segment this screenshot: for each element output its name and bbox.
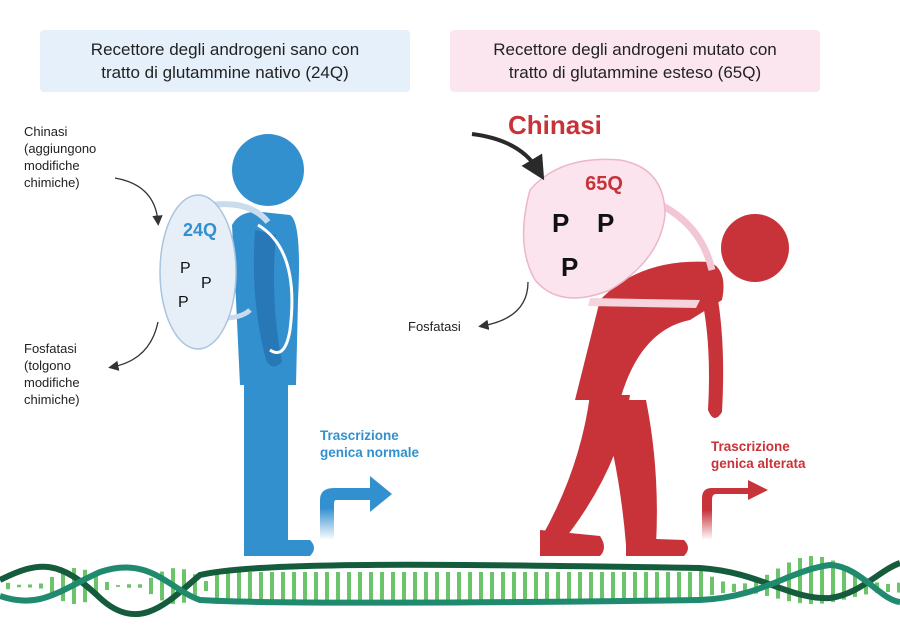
phosphatase-line: modifiche	[24, 375, 80, 390]
transcription-line: genica alterata	[711, 456, 806, 471]
mutated-title-line1: Recettore degli androgeni mutato con	[493, 40, 777, 59]
mutated-kinase-label: Chinasi	[508, 110, 602, 140]
kinase-line: modifiche	[24, 158, 80, 173]
phosphatase-line: (tolgono	[24, 358, 71, 373]
healthy-transcription-label: Trascrizione genica normale	[320, 427, 419, 461]
healthy-receptor-title: Recettore degli androgeni sano con tratt…	[40, 30, 410, 92]
mutated-backpack-label: 65Q	[585, 173, 623, 195]
mutated-transcription-label: Trascrizione genica alterata	[711, 438, 806, 472]
kinase-line: chimiche)	[24, 175, 80, 190]
dna-strand-front	[0, 561, 900, 606]
healthy-title-line2: tratto di glutammine nativo (24Q)	[101, 63, 349, 82]
healthy-phospho-p1: P	[180, 260, 191, 277]
healthy-backpack	[159, 194, 294, 354]
mutated-backpack	[522, 158, 716, 299]
kinase-line: Chinasi	[24, 124, 68, 139]
transcription-line: genica normale	[320, 445, 420, 460]
mutated-transcription-arrow	[702, 480, 768, 540]
healthy-kinase-arrow	[114, 177, 163, 226]
mutated-phosphatase-arrow	[478, 281, 529, 331]
dna-strand-back	[0, 560, 900, 618]
healthy-phosphatase-arrow	[108, 321, 159, 371]
healthy-transcription-arrow	[320, 476, 392, 540]
mutated-kinase-arrow	[471, 132, 545, 181]
mutated-title-line2: tratto di glutammine esteso (65Q)	[508, 63, 762, 82]
mutated-phospho-p1: P	[552, 208, 569, 238]
healthy-person-figure	[232, 134, 314, 556]
mutated-phospho-p3: P	[561, 252, 578, 282]
healthy-phospho-p2: P	[201, 275, 212, 292]
kinase-line: (aggiungono	[24, 141, 97, 156]
healthy-backpack-label: 24Q	[183, 220, 217, 240]
mutated-phosphatase-label: Fosfatasi	[408, 319, 461, 334]
mutated-person-figure	[540, 214, 789, 556]
transcription-line: Trascrizione	[320, 428, 399, 443]
transcription-line: Trascrizione	[711, 439, 790, 454]
healthy-phosphatase-label: Fosfatasi (tolgono modifiche chimiche)	[24, 340, 80, 408]
mutated-receptor-title: Recettore degli androgeni mutato con tra…	[450, 30, 820, 92]
healthy-phospho-p3: P	[178, 294, 189, 311]
phosphatase-line: Fosfatasi	[24, 341, 77, 356]
healthy-title-line1: Recettore degli androgeni sano con	[90, 40, 360, 59]
healthy-kinase-label: Chinasi (aggiungono modifiche chimiche)	[24, 123, 96, 191]
mutated-phospho-p2: P	[597, 208, 614, 238]
dna-helix	[0, 556, 900, 618]
phosphatase-line: chimiche)	[24, 392, 80, 407]
